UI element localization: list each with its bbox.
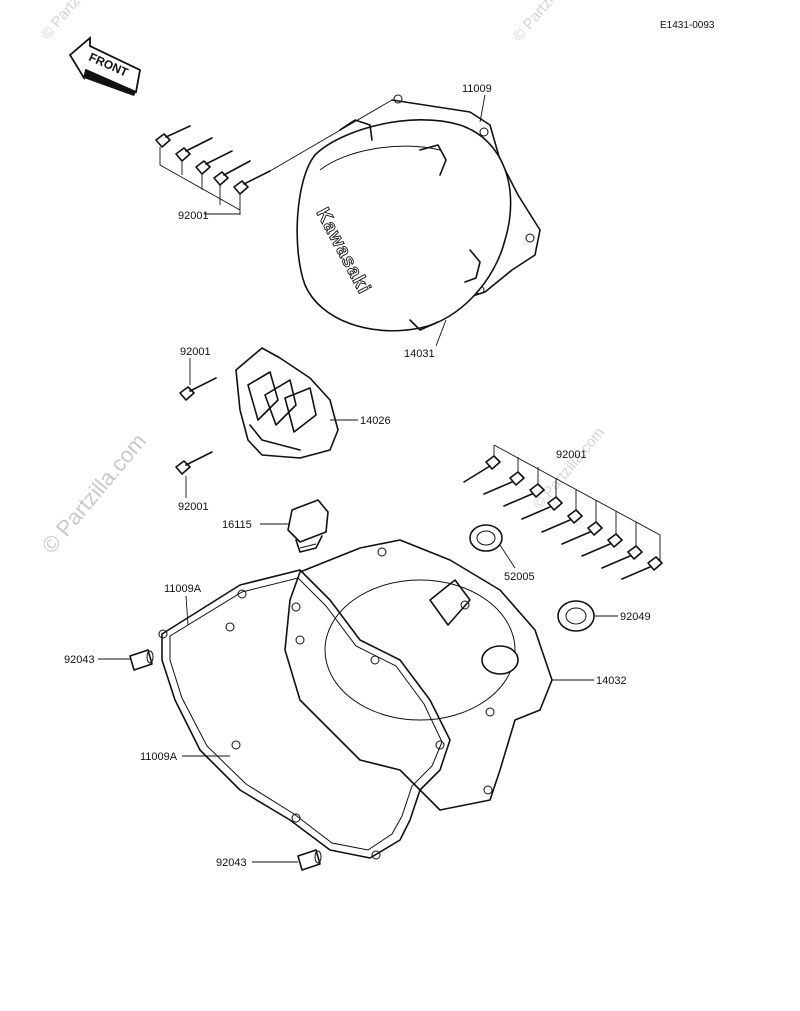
bolt-92001-mid xyxy=(179,377,217,401)
watermark-top-right: © Partzilla xyxy=(510,0,568,45)
callout-11009a-low: 11009A xyxy=(140,751,178,763)
callout-14031: 14031 xyxy=(404,348,435,360)
callout-92001-mid: 92001 xyxy=(180,346,211,358)
callout-92001-low: 92001 xyxy=(178,501,209,513)
watermark-top-left: © Partzilla xyxy=(38,0,96,43)
callout-11009a-top: 11009A xyxy=(164,583,202,595)
dowel-pin-92043-top xyxy=(129,649,154,671)
bolt-92001-low xyxy=(175,451,213,475)
outer-cover-14031: Kawasaki xyxy=(296,119,512,332)
oil-seal-52005 xyxy=(469,524,503,552)
outer-cover-gasket-11009 xyxy=(391,94,541,301)
watermark-left: © Partzilla.com xyxy=(37,429,151,559)
clutch-cover-14032 xyxy=(284,539,553,811)
bolt-group-92001-right xyxy=(463,444,663,580)
callout-14032: 14032 xyxy=(596,675,627,687)
callout-92043-low: 92043 xyxy=(216,857,247,869)
watermark-center: © Partzilla.com xyxy=(530,424,608,512)
dowel-pin-92043-low xyxy=(297,849,322,871)
front-arrow: FRONT xyxy=(68,36,142,96)
callout-11009: 11009 xyxy=(462,83,492,95)
callout-14026: 14026 xyxy=(360,415,391,427)
callout-92043-top: 92043 xyxy=(64,654,95,666)
callout-92001-top: 92001 xyxy=(178,210,209,222)
callout-52005: 52005 xyxy=(504,571,535,583)
bolt-group-92001-top xyxy=(155,99,393,215)
callouts: 11009 92001 14031 92001 14026 92001 9200… xyxy=(64,83,651,869)
diagram-code: E1431-0093 xyxy=(660,20,715,31)
sprocket-cover-14026 xyxy=(235,347,339,459)
gasket-11009a xyxy=(158,569,451,860)
callout-92001-right: 92001 xyxy=(556,449,587,461)
callout-92049: 92049 xyxy=(620,611,651,623)
oil-cap-16115 xyxy=(287,499,329,553)
oil-seal-92049 xyxy=(557,600,595,632)
callout-16115: 16115 xyxy=(222,519,252,531)
